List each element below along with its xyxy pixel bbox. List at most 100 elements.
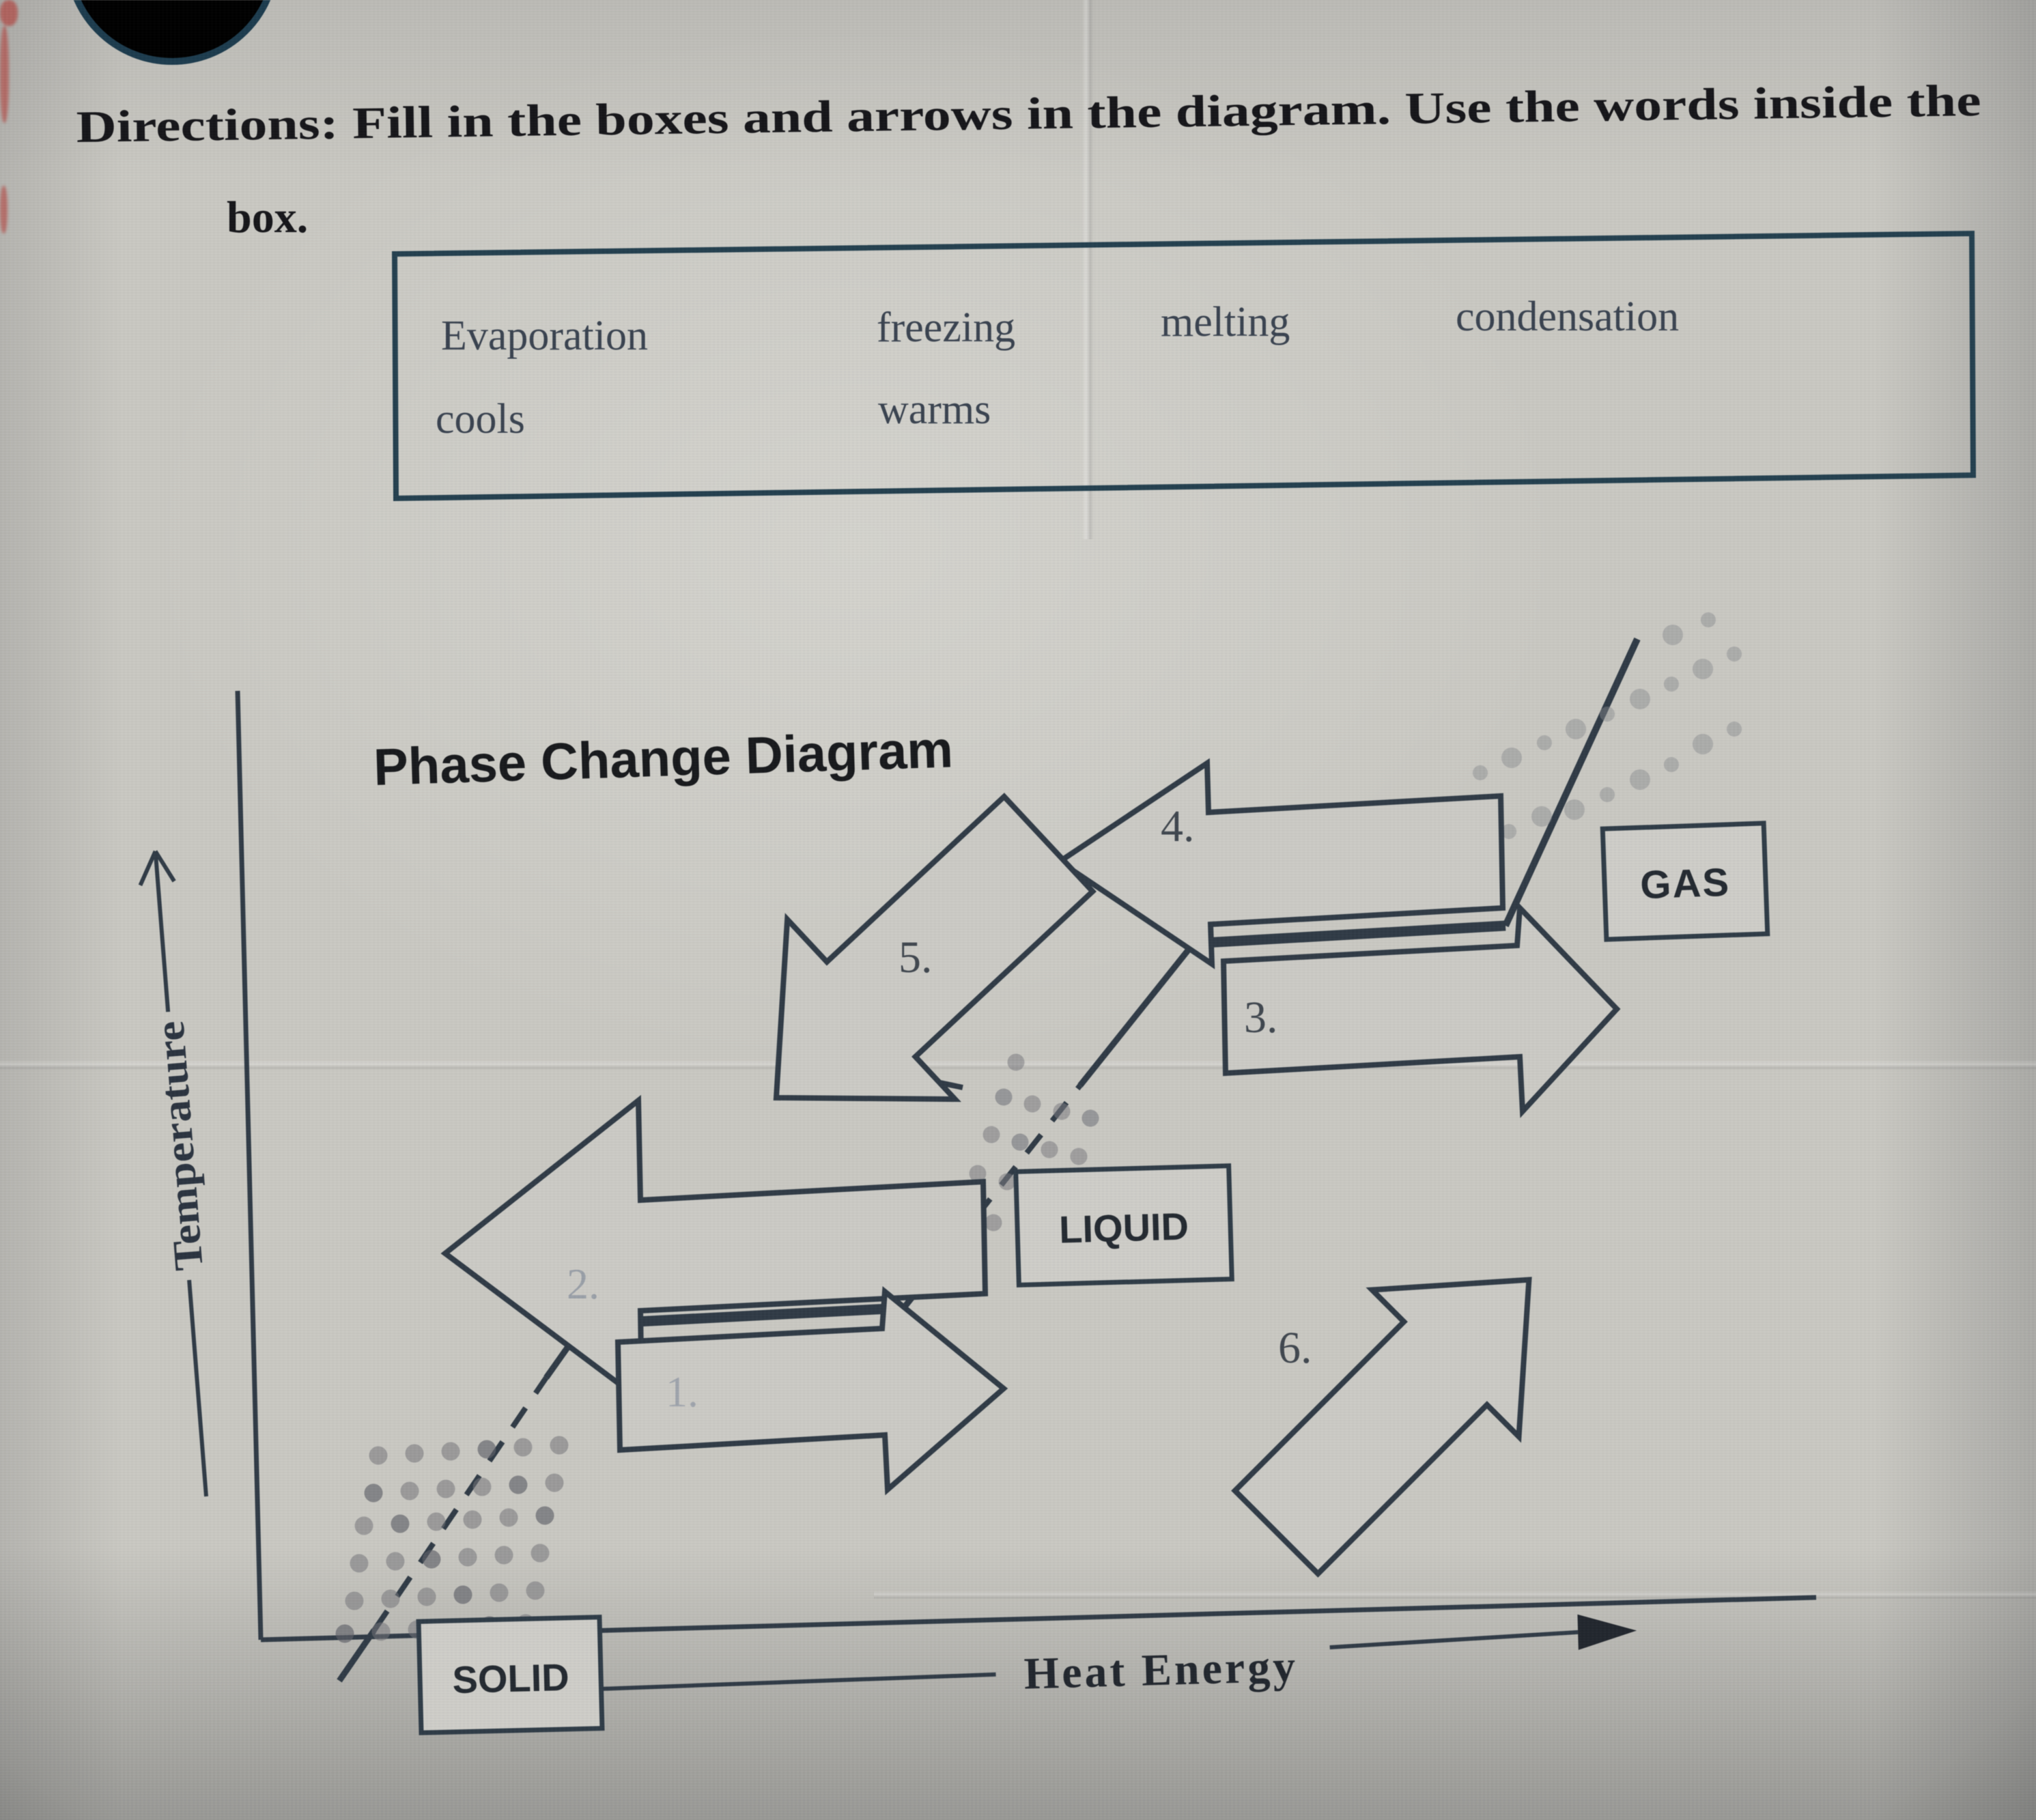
directions-line-1: Directions: Fill in the boxes and arrows… (76, 76, 1981, 152)
molecule-dot (1501, 748, 1522, 768)
molecule-dot (1501, 824, 1516, 839)
molecule-dot (494, 1546, 513, 1565)
arrow-1-number: 1. (666, 1367, 698, 1416)
up-arrow-icon (138, 850, 158, 887)
arrow-6-number: 6. (1278, 1323, 1312, 1373)
molecule-dot (1630, 769, 1650, 790)
molecule-dot (477, 1440, 496, 1459)
molecule-dot (1531, 806, 1552, 827)
molecule-dot (1664, 757, 1679, 772)
molecule-dot (441, 1442, 460, 1461)
molecule-dot (1041, 1141, 1058, 1158)
fill-in-arrows (440, 754, 1621, 1606)
arrow-5-number: 5. (899, 933, 933, 982)
molecule-dot (1564, 799, 1585, 820)
fill-in-arrow-1[interactable] (614, 1286, 1008, 1496)
molecule-dot (417, 1587, 436, 1606)
molecule-dot (427, 1512, 446, 1531)
y-axis-line (235, 690, 264, 1640)
fill-in-arrow-5[interactable] (692, 754, 1132, 1188)
molecule-dot (526, 1581, 545, 1600)
diagram-title: Phase Change Diagram (373, 720, 954, 797)
directions-line-2: box. (227, 193, 308, 242)
curve-segment (1502, 637, 1641, 928)
molecule-dot (985, 1214, 1002, 1232)
molecule-dot (345, 1591, 364, 1610)
solid-molecules-dots (335, 1436, 569, 1643)
molecule-dot (1693, 734, 1713, 754)
x-axis-label: Heat Energy (1023, 1641, 1299, 1698)
word-bank-item: condensation (1456, 294, 1679, 340)
phase-change-curve (337, 637, 1641, 1683)
molecule-dot (472, 1477, 492, 1496)
molecule-dot (1566, 719, 1586, 739)
y-axis-caption-line (187, 1279, 208, 1497)
y-axis-caption-line (153, 851, 171, 1012)
molecule-dot (490, 1583, 509, 1602)
molecule-dot (350, 1554, 369, 1573)
molecule-dot (1630, 689, 1650, 709)
molecule-dot (386, 1552, 405, 1571)
molecule-dot (550, 1436, 569, 1455)
up-arrow-icon (154, 850, 176, 883)
liquid-box-label: LIQUID (1058, 1204, 1189, 1251)
y-axis-caption: Temperature (138, 850, 212, 1497)
molecule-dot (1011, 1133, 1029, 1151)
molecule-dot (1727, 646, 1742, 662)
gas-molecules-dots (1466, 612, 1742, 857)
liquid-box (1013, 1163, 1234, 1288)
molecule-dot (535, 1506, 554, 1525)
arrow-4-number: 4. (1161, 801, 1195, 851)
molecule-dot (354, 1516, 373, 1535)
molecule-dot (1600, 787, 1615, 802)
grade-circle-arc-icon (73, 0, 271, 65)
molecule-dot (1053, 1103, 1071, 1120)
right-arrow-icon (1577, 1614, 1637, 1650)
molecule-dot (335, 1624, 354, 1643)
molecule-dot (1070, 1148, 1088, 1165)
molecule-dot (1663, 625, 1683, 645)
word-bank-item: melting (1161, 299, 1290, 345)
solid-box-label: SOLID (452, 1655, 570, 1701)
molecule-dot (1473, 765, 1488, 780)
molecule-dot (1701, 612, 1716, 627)
molecule-dot (509, 1475, 528, 1494)
molecule-dot (422, 1550, 441, 1569)
molecule-dot (499, 1508, 518, 1527)
arrow-3-number: 3. (1244, 993, 1278, 1042)
curve-segment (1077, 941, 1196, 1087)
x-axis-caption: Heat Energy (527, 1614, 1637, 1699)
molecule-dot (369, 1446, 388, 1465)
molecule-dot (1693, 659, 1713, 679)
y-axis-label: Temperature (147, 1019, 212, 1272)
gas-box (1600, 821, 1770, 942)
molecule-dot (364, 1483, 383, 1503)
molecule-dot (391, 1514, 410, 1533)
molecule-dot (453, 1585, 472, 1604)
word-bank-item: Evaporation (441, 313, 648, 359)
word-bank-item: cools (436, 396, 525, 442)
x-axis-caption-line (1329, 1630, 1579, 1650)
x-axis-caption-line (527, 1672, 996, 1694)
arrow-2-number: 2. (567, 1260, 599, 1308)
state-boxes: SOLID LIQUID GAS (416, 821, 1770, 1735)
fill-in-arrow-3[interactable] (1220, 901, 1621, 1118)
molecule-dot (381, 1589, 400, 1608)
molecule-dot (1023, 1095, 1041, 1113)
molecule-dot (458, 1548, 477, 1567)
word-bank-item: warms (878, 386, 991, 433)
molecule-dot (1727, 722, 1742, 737)
molecule-dot (969, 1165, 987, 1182)
curve-segment-dashed (371, 1376, 549, 1632)
word-bank-box (391, 230, 1977, 502)
molecule-dot (400, 1481, 419, 1501)
fill-in-arrow-4[interactable] (1054, 758, 1506, 969)
molecule-dot (1537, 735, 1552, 750)
molecule-dot (1081, 1109, 1099, 1127)
curve-plateau-boiling (1193, 920, 1506, 949)
molecule-dot (982, 1126, 1000, 1143)
fill-in-arrow-6[interactable] (1203, 1206, 1602, 1606)
molecule-dot (513, 1438, 533, 1457)
